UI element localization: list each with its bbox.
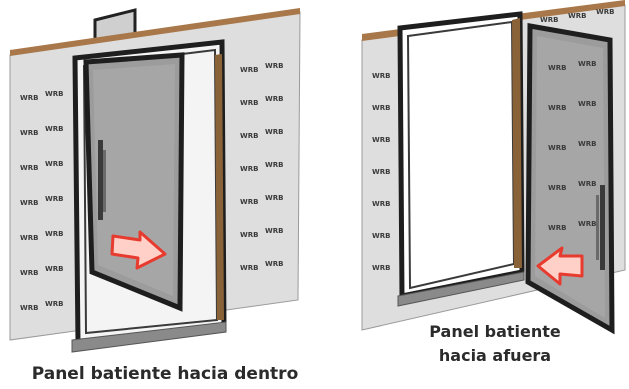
wrb-mark: WRB [265, 128, 283, 136]
wrb-mark: WRB [372, 72, 390, 80]
wrb-mark: WRB [20, 164, 38, 172]
caption-swing-out: Panel batiente hacia afuera [405, 320, 585, 368]
wrb-mark: WRB [240, 231, 258, 239]
right-door-handle [600, 185, 605, 270]
right-glass-inner [535, 36, 605, 318]
left-jamb-wood [215, 54, 224, 320]
wrb-mark: WRB [45, 265, 63, 273]
wrb-mark: WRB [548, 64, 566, 72]
wrb-mark: WRB [45, 160, 63, 168]
wrb-mark: WRB [45, 195, 63, 203]
wrb-mark: WRB [265, 161, 283, 169]
left-swing-arrow [110, 230, 167, 270]
wrb-mark: WRB [265, 260, 283, 268]
wrb-mark: WRB [45, 90, 63, 98]
wrb-mark: WRB [596, 8, 614, 16]
caption-swing-in: Panel batiente hacia dentro [31, 364, 299, 384]
wrb-mark: WRB [372, 200, 390, 208]
right-sill [397, 271, 525, 307]
wrb-mark: WRB [20, 234, 38, 242]
wrb-mark: WRB [20, 94, 38, 102]
right-jamb-wood [512, 18, 522, 268]
wrb-mark: WRB [240, 165, 258, 173]
wrb-mark: WRB [265, 194, 283, 202]
right-door-assembly [361, 0, 626, 335]
wrb-mark: WRB [265, 95, 283, 103]
wrb-mark: WRB [240, 132, 258, 140]
wrb-mark: WRB [265, 227, 283, 235]
right-opening [397, 11, 525, 300]
wrb-mark: WRB [578, 140, 596, 148]
wrb-mark: WRB [548, 184, 566, 192]
wrb-mark: WRB [45, 230, 63, 238]
wrb-mark: WRB [548, 224, 566, 232]
wrb-mark: WRB [578, 180, 596, 188]
wrb-mark: WRB [20, 199, 38, 207]
wrb-mark: WRB [372, 136, 390, 144]
wrb-mark: WRB [548, 104, 566, 112]
wrb-mark: WRB [540, 16, 558, 24]
wrb-mark: WRB [372, 168, 390, 176]
wrb-mark: WRB [372, 104, 390, 112]
wrb-mark: WRB [240, 99, 258, 107]
right-swing-arrow [536, 246, 584, 286]
wrb-mark: WRB [240, 66, 258, 74]
wrb-mark: WRB [578, 60, 596, 68]
left-door-handle [98, 140, 103, 220]
wrb-mark: WRB [45, 300, 63, 308]
wrb-mark: WRB [20, 129, 38, 137]
left-wall-top-edge [10, 8, 300, 56]
wrb-mark: WRB [372, 264, 390, 272]
left-sill [71, 321, 227, 353]
wrb-mark: WRB [372, 232, 390, 240]
left-door-assembly [9, 8, 301, 353]
caption-swing-out-line2: hacia afuera [438, 346, 552, 365]
wrb-mark: WRB [265, 62, 283, 70]
left-wall-markings: WRB WRB WRB WRB WRB WRB WRB WRB WRB WRB … [20, 62, 283, 312]
wrb-mark: WRB [45, 125, 63, 133]
wrb-mark: WRB [240, 264, 258, 272]
wrb-mark: WRB [568, 12, 586, 20]
wrb-mark: WRB [578, 220, 596, 228]
wrb-mark: WRB [20, 304, 38, 312]
caption-swing-out-line1: Panel batiente [429, 322, 561, 341]
wrb-mark: WRB [20, 269, 38, 277]
wrb-mark: WRB [578, 100, 596, 108]
right-wall-markings: WRB WRB WRB WRB WRB WRB WRB WRB WRB WRB … [372, 8, 614, 272]
wrb-mark: WRB [240, 198, 258, 206]
left-handle-bar [103, 150, 106, 212]
wrb-mark: WRB [548, 144, 566, 152]
right-handle-bar [596, 195, 599, 260]
